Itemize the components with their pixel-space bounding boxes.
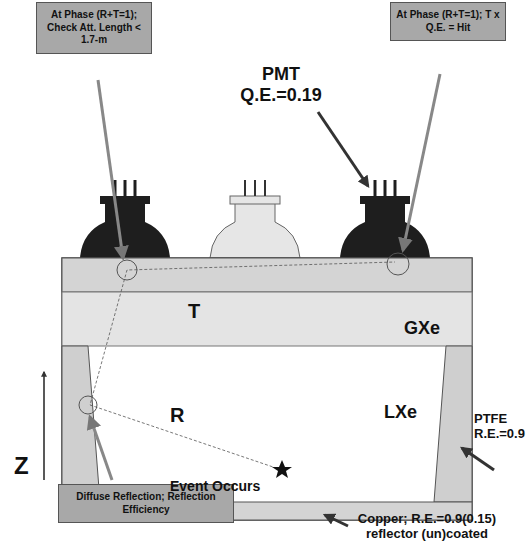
material-label: Copper; R.E.=0.9(0.15) reflector (un)coa… [342,512,512,542]
leader-arrow [90,417,112,480]
leader-arrow [98,80,123,258]
ptfe-wall-right [434,346,472,502]
phase-circle [117,260,137,280]
pmt-middle [210,180,300,258]
region-label: T [188,300,212,323]
callout-box: At Phase (R+T=1); Check Att. Length < 1.… [36,2,152,54]
phase-circle [387,253,409,275]
pmt-left [80,180,170,258]
light-ray [90,262,395,470]
leader-arrow [462,448,494,470]
region-label: R [170,404,194,427]
material-label: PTFE R.E.=0.9 [474,412,528,442]
z-axis [43,372,45,480]
reflection-circle [79,396,97,414]
leader-arrow [403,74,440,250]
detector-vessel [62,258,472,520]
pmt-label: PMT Q.E.=0.19 [236,64,326,105]
callout-text: At Phase (R+T=1); T x Q.E. = Hit [396,9,500,34]
callout-box: At Phase (R+T=1); T x Q.E. = Hit [390,2,506,41]
leader-arrow [318,112,368,186]
region-label: LXe [384,402,444,423]
callout-text: At Phase (R+T=1); Check Att. Length < 1.… [42,9,146,47]
callout-text: Diffuse Reflection; Reflection Efficienc… [64,491,228,516]
event-star [272,460,292,478]
axis-label: Z [14,452,38,480]
gas-layer [62,292,472,346]
region-label: GXe [404,318,464,339]
ptfe-wall-left [62,346,100,502]
leader-arrow [325,515,348,526]
event-label: Event Occurs [170,478,300,494]
window-plate [62,258,472,292]
